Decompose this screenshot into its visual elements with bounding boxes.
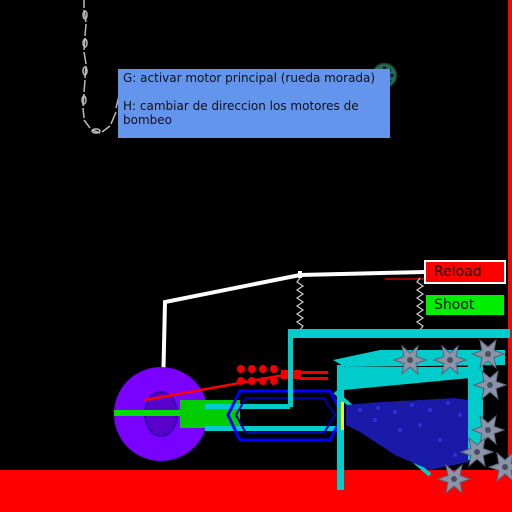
hopper-left-post bbox=[288, 329, 293, 407]
instructions-panel: G: activar motor principal (rueda morada… bbox=[118, 69, 390, 138]
hopper-top-bar bbox=[288, 329, 510, 338]
spiked-wheel-icon bbox=[432, 344, 468, 376]
spiked-wheel-icon bbox=[470, 338, 506, 370]
hopper-right-wall bbox=[468, 365, 483, 460]
instruction-line-g: G: activar motor principal (rueda morada… bbox=[123, 71, 376, 85]
shoot-button[interactable]: Shoot bbox=[424, 293, 506, 317]
spiked-wheel-icon bbox=[392, 344, 428, 376]
pump-hexagon-inner bbox=[234, 397, 337, 434]
reload-button[interactable]: Reload bbox=[424, 260, 506, 284]
red-ball-cluster bbox=[237, 365, 328, 385]
cyan-frame-bottom bbox=[205, 426, 340, 431]
spiked-wheel-icon bbox=[436, 463, 472, 495]
spiked-wheel-icon bbox=[470, 414, 506, 446]
spiked-wheel-icon bbox=[459, 436, 495, 468]
instruction-line-h: H: cambiar de direccion los motores de b… bbox=[123, 99, 359, 127]
hanging-chain bbox=[81, 0, 120, 134]
right-wall bbox=[508, 0, 512, 470]
green-axle bbox=[114, 410, 214, 416]
spiked-wheel-icon bbox=[487, 451, 512, 483]
spring-right bbox=[415, 277, 425, 331]
hopper-inner-wall bbox=[337, 365, 344, 490]
hopper-body bbox=[344, 367, 470, 390]
spring-left bbox=[295, 277, 305, 331]
particle-pile bbox=[346, 398, 468, 470]
cyan-frame-left bbox=[205, 404, 290, 409]
particle-speckles bbox=[358, 401, 462, 457]
yellow-gate bbox=[341, 402, 344, 430]
ground bbox=[0, 470, 512, 512]
spiked-wheel-icon bbox=[472, 369, 508, 401]
spiked-wheels bbox=[392, 338, 512, 495]
